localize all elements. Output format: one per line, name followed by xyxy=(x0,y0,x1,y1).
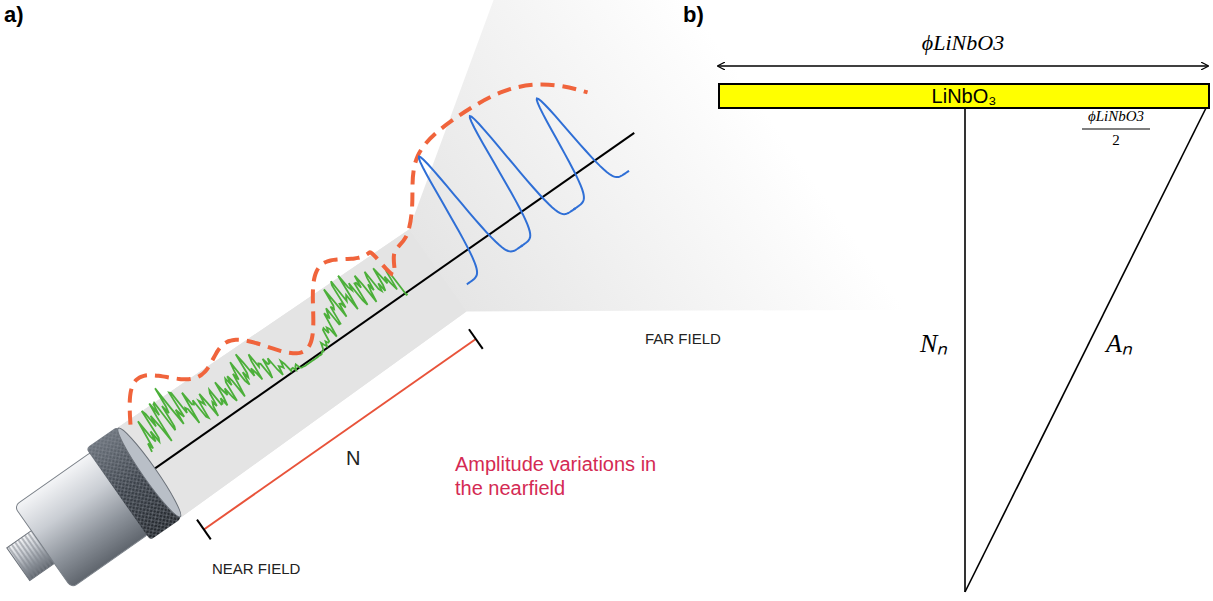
panel-letter: a) xyxy=(4,2,24,28)
nearfield-wave xyxy=(123,239,408,467)
triangle-side-n xyxy=(964,102,966,592)
diameter-arrow xyxy=(718,65,1208,67)
transducer xyxy=(0,423,187,601)
farfield-pulse xyxy=(509,79,629,210)
zone-label: NEAR FIELD xyxy=(212,560,300,578)
nearfield-length-line xyxy=(204,339,476,529)
fraction-bar xyxy=(1082,128,1150,129)
amplitude-envelope xyxy=(93,48,616,457)
note-label: Amplitude variations in the nearfield xyxy=(455,452,685,500)
panel-letter: b) xyxy=(683,2,704,28)
fraction-numerator: ϕLiNbO3 xyxy=(1076,107,1156,125)
farfield-pulse xyxy=(391,137,522,284)
farfield-pulse xyxy=(442,97,576,247)
side-label: Aₙ xyxy=(1106,328,1132,359)
side-label: Nₙ xyxy=(920,328,947,359)
crystal-plate: LiNbO₃ xyxy=(718,83,1210,109)
beam-axis xyxy=(147,133,634,474)
node-label: LiNbO₃ xyxy=(932,85,997,107)
triangle-side-a xyxy=(965,102,1209,592)
bracket-tick xyxy=(469,329,483,349)
fraction-denominator: 2 xyxy=(1076,131,1156,149)
zone-label: FAR FIELD xyxy=(645,330,721,348)
dimension-label: ϕLiNbO3 xyxy=(903,30,1023,56)
bracket-tick xyxy=(197,520,211,540)
dimension-label: N xyxy=(346,446,360,470)
